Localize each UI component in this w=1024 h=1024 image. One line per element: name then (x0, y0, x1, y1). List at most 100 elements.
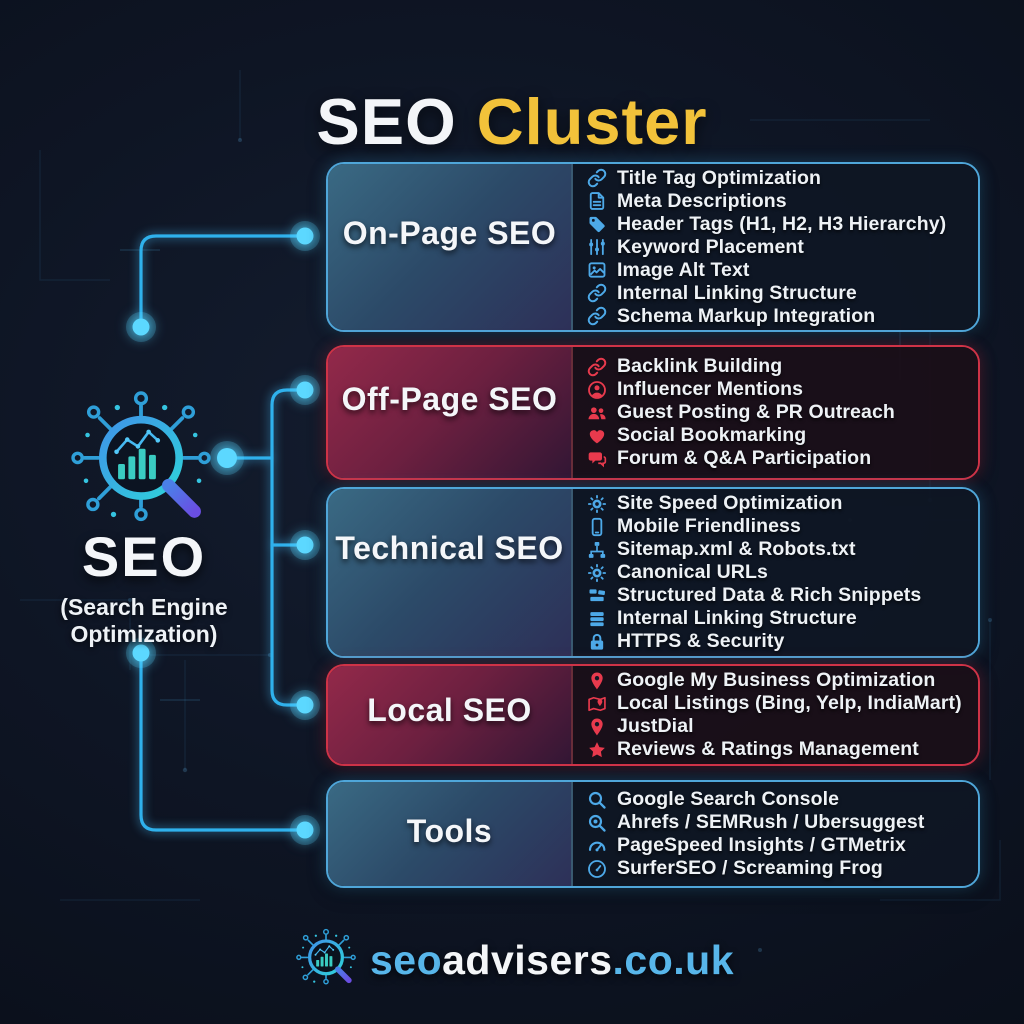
search-icon (587, 790, 607, 810)
section-title: Tools (406, 812, 493, 849)
link-icon (587, 168, 607, 188)
bars-icon (587, 609, 607, 629)
list-item: Mobile Friendliness (587, 515, 978, 538)
data-icon (587, 586, 607, 606)
item-label: Internal Linking Structure (617, 281, 857, 304)
title-seo: SEO (316, 84, 457, 158)
item-label: Forum & Q&A Participation (617, 447, 872, 469)
gear-icon (587, 494, 607, 514)
searchplus-icon (587, 813, 607, 833)
item-label: Site Speed Optimization (617, 492, 843, 514)
item-label: Internal Linking Structure (617, 607, 857, 629)
list-item: JustDial (587, 715, 978, 738)
hub-label: SEO (81, 525, 207, 588)
list-item: Sitemap.xml & Robots.txt (587, 538, 978, 561)
list-item: Site Speed Optimization (587, 492, 978, 515)
brand-text: seoadvisers.co.uk (370, 937, 734, 984)
link-icon (587, 306, 607, 326)
gear-icon (587, 563, 607, 583)
page-title: SEO Cluster (0, 84, 1024, 159)
item-label: Social Bookmarking (617, 424, 807, 446)
gauge-icon (587, 836, 607, 856)
list-item: Meta Descriptions (587, 190, 978, 213)
people-icon (587, 403, 607, 423)
hub-subtitle-line1: (Search Engine (60, 594, 228, 620)
list-item: Structured Data & Rich Snippets (587, 584, 978, 607)
item-label: Sitemap.xml & Robots.txt (617, 538, 856, 560)
section-title-area: Local SEO (328, 666, 571, 764)
lock-icon (587, 632, 607, 652)
item-label: Canonical URLs (617, 561, 768, 583)
pin-icon (587, 717, 607, 737)
hub-label-block: SEO (Search Engine Optimization) (0, 524, 288, 648)
hub-subtitle: (Search Engine Optimization) (0, 594, 288, 648)
gauge2-icon (587, 859, 607, 879)
hub-subtitle-line2: Optimization) (70, 621, 218, 647)
section-title-area: Tools (328, 782, 571, 886)
section-title-area: Technical SEO (328, 489, 571, 656)
item-label: Title Tag Optimization (617, 166, 822, 189)
list-item: Backlink Building (587, 355, 978, 378)
footer-magnifier-network-icon (290, 924, 362, 996)
item-label: Reviews & Ratings Management (617, 738, 919, 760)
item-label: Ahrefs / SEMRush / Ubersuggest (617, 811, 925, 833)
item-label: Mobile Friendliness (617, 515, 801, 537)
section-title-area: On-Page SEO (328, 164, 571, 330)
section-title: On-Page SEO (342, 214, 557, 251)
item-label: Structured Data & Rich Snippets (617, 584, 922, 606)
doc-icon (587, 191, 607, 211)
brand-suffix: .co.uk (612, 936, 735, 983)
brand-mid: advisers (442, 936, 613, 983)
section-title-area: Off-Page SEO (328, 347, 571, 478)
footer-brand: seoadvisers.co.uk (0, 912, 1024, 1008)
section-title: Local SEO (367, 691, 532, 728)
title-cluster: Cluster (476, 84, 708, 158)
tag-icon (587, 214, 607, 234)
list-item: Canonical URLs (587, 561, 978, 584)
item-label: Header Tags (H1, H2, H3 Hierarchy) (617, 212, 947, 235)
list-item: Reviews & Ratings Management (587, 738, 978, 761)
list-item: Header Tags (H1, H2, H3 Hierarchy) (587, 213, 978, 236)
item-label: Influencer Mentions (617, 378, 804, 400)
link-icon (587, 357, 607, 377)
list-item: Internal Linking Structure (587, 607, 978, 630)
list-item: Google My Business Optimization (587, 669, 978, 692)
item-label: PageSpeed Insights / GTMetrix (617, 834, 906, 856)
item-label: Google My Business Optimization (617, 669, 936, 691)
section-title: Off-Page SEO (341, 381, 558, 417)
section-local-seo: Local SEO Google My Business Optimizatio… (326, 664, 980, 766)
list-item: SurferSEO / Screaming Frog (587, 857, 978, 880)
list-item: Keyword Placement (587, 236, 978, 259)
item-label: Backlink Building (617, 355, 783, 377)
list-item: Image Alt Text (587, 259, 978, 282)
mobile-icon (587, 517, 607, 537)
heart-icon (587, 426, 607, 446)
item-label: JustDial (617, 715, 694, 737)
sitemap-icon (587, 540, 607, 560)
map-icon (587, 694, 607, 714)
pin-icon (587, 671, 607, 691)
list-item: PageSpeed Insights / GTMetrix (587, 834, 978, 857)
item-label: Meta Descriptions (617, 189, 787, 212)
brand-prefix: seo (369, 936, 443, 983)
item-label: Local Listings (Bing, Yelp, IndiaMart) (617, 692, 962, 714)
list-item: Forum & Q&A Participation (587, 447, 978, 470)
magnifier-network-icon (57, 380, 225, 548)
sliders-icon (587, 237, 607, 257)
list-item: Internal Linking Structure (587, 282, 978, 305)
list-item: Google Search Console (587, 788, 978, 811)
list-item: HTTPS & Security (587, 630, 978, 653)
chat-icon (587, 449, 607, 469)
item-label: SurferSEO / Screaming Frog (617, 857, 883, 879)
image-icon (587, 260, 607, 280)
section-title: Technical SEO (335, 530, 564, 566)
item-label: HTTPS & Security (617, 630, 785, 652)
